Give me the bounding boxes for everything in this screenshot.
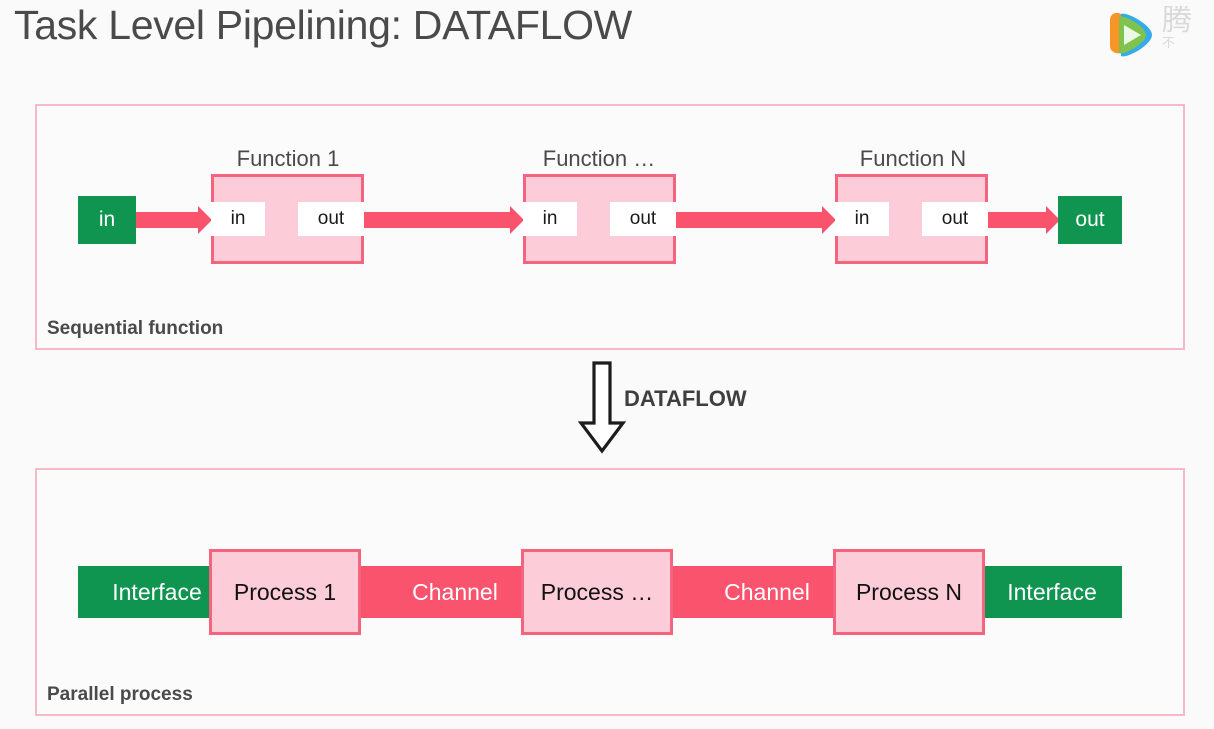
function-mid-port-in: in [523, 202, 577, 236]
parallel-flow-row: Interface Process 1 Channel Process … Ch… [37, 470, 1183, 714]
arrow-shaft [988, 212, 1047, 228]
function-1-label: Function 1 [236, 146, 340, 171]
page-title: Task Level Pipelining: DATAFLOW [14, 2, 633, 48]
parallel-process-panel: Interface Process 1 Channel Process … Ch… [35, 468, 1185, 716]
process-1-block: Process 1 [209, 549, 361, 635]
down-arrow-outline-icon [578, 361, 626, 454]
function-1-block: in out [211, 174, 364, 264]
tencent-video-play-logo-icon [1110, 12, 1152, 57]
function-mid-label: Function … [542, 146, 656, 171]
function-mid-block: in out [523, 174, 676, 264]
function-n-port-out: out [922, 202, 988, 236]
sequential-function-panel: in Function 1 in out Function … in out [35, 104, 1185, 350]
flow-arrow-2 [364, 206, 524, 234]
function-mid-port-out: out [610, 202, 676, 236]
arrow-head [510, 206, 524, 234]
sequential-function-caption: Sequential function [47, 318, 224, 339]
sequential-output-terminal: out [1058, 196, 1122, 244]
interface-right: Interface [982, 566, 1122, 618]
watermark-sub-text: 不 [1162, 36, 1176, 51]
sequential-input-terminal: in [78, 196, 136, 244]
function-n-port-in: in [835, 202, 889, 236]
arrow-shaft [136, 212, 199, 228]
flow-arrow-3 [676, 206, 836, 234]
arrow-shaft [364, 212, 511, 228]
arrow-shaft [676, 212, 823, 228]
dataflow-label: DATAFLOW [624, 386, 747, 411]
arrow-head [198, 206, 212, 234]
watermark-main-text: 腾 [1162, 6, 1192, 38]
flow-arrow-1 [136, 206, 212, 234]
process-mid-block: Process … [521, 549, 673, 635]
function-1-port-out: out [298, 202, 364, 236]
process-n-block: Process N [833, 549, 985, 635]
arrow-head [1046, 206, 1060, 234]
sequential-flow-row: in Function 1 in out Function … in out [37, 106, 1183, 348]
watermark-logo: 腾 不 [1096, 4, 1214, 66]
flow-arrow-4 [988, 206, 1060, 234]
dataflow-transform-group: DATAFLOW [578, 361, 808, 461]
function-n-label: Function N [859, 146, 967, 171]
function-1-port-in: in [211, 202, 265, 236]
parallel-process-caption: Parallel process [47, 684, 193, 705]
function-n-block: in out [835, 174, 988, 264]
watermark-text: 腾 不 [1162, 6, 1214, 64]
arrow-head [822, 206, 836, 234]
